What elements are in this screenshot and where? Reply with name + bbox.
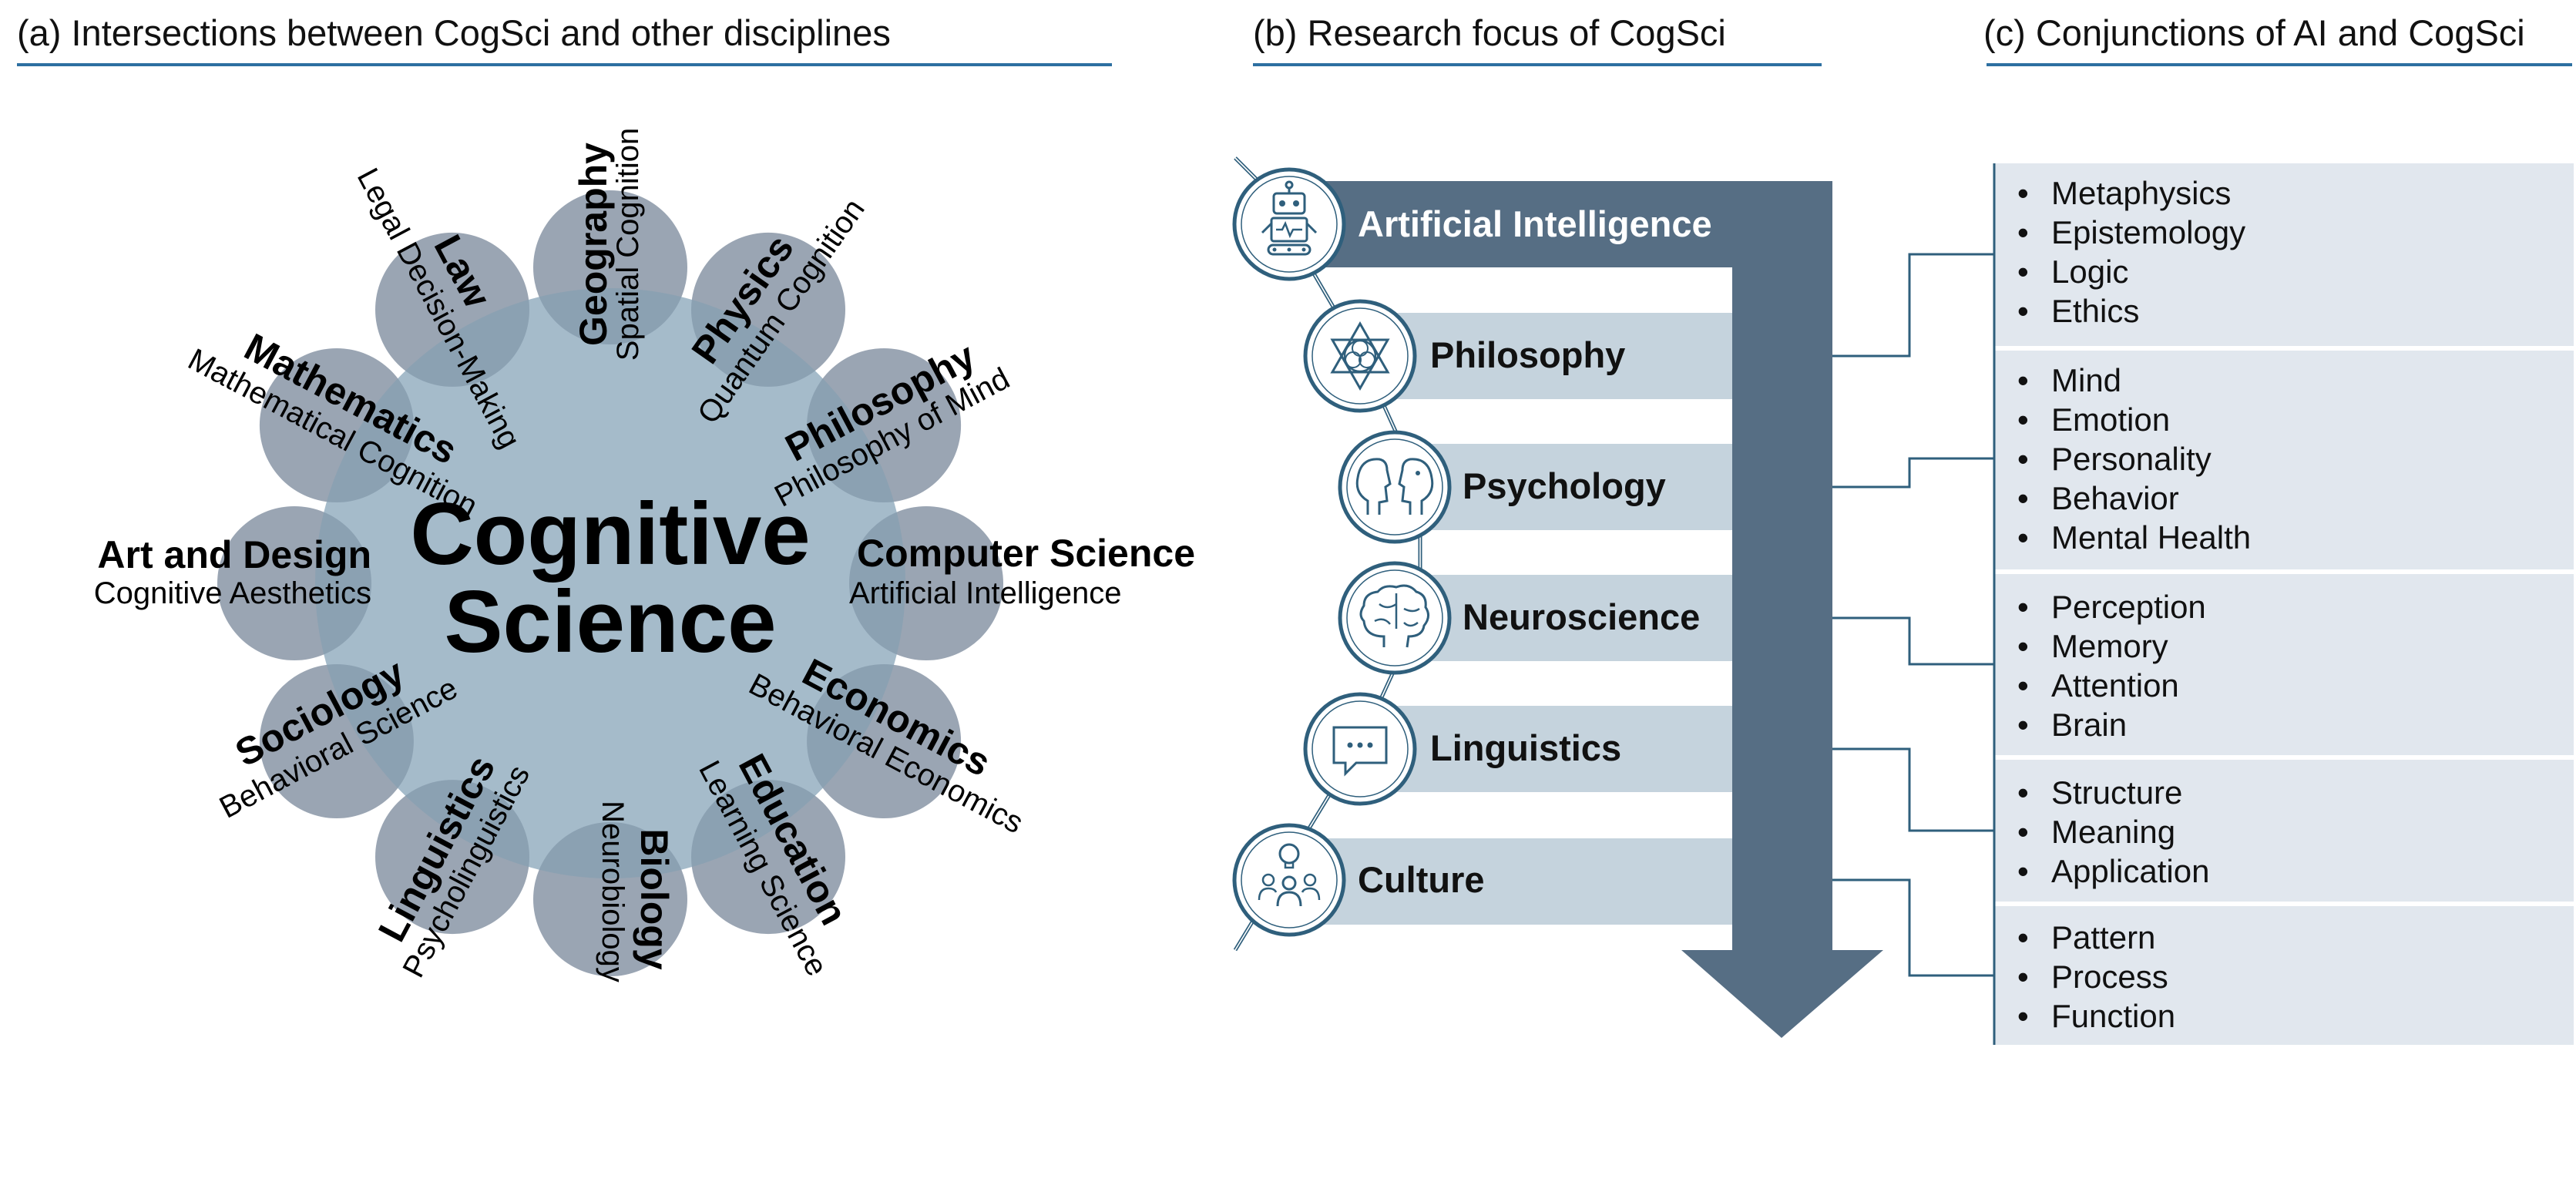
faces-icon xyxy=(1338,430,1452,544)
subfield-label: Artificial Intelligence xyxy=(849,576,1122,610)
svg-text:•: • xyxy=(2017,667,2029,703)
satellite-overlap-geography xyxy=(533,288,687,344)
list-item: Meaning xyxy=(2051,814,2175,850)
list-item: Application xyxy=(2051,853,2209,889)
center-title-line1: Cognitive xyxy=(410,485,810,583)
robot-icon xyxy=(1232,167,1346,281)
list-item: Personality xyxy=(2051,441,2212,477)
discipline-label: Biology xyxy=(633,828,676,970)
svg-text:•: • xyxy=(2017,919,2029,955)
focus-label-linguistics: Linguistics xyxy=(1430,727,1621,768)
box-linguistics-list: • Structure • Meaning • Application xyxy=(2017,774,2209,889)
svg-text:•: • xyxy=(2017,293,2029,329)
svg-text:•: • xyxy=(2017,480,2029,516)
list-item: Pattern xyxy=(2051,919,2155,955)
list-item: Attention xyxy=(2051,667,2179,703)
list-item: Epistemology xyxy=(2051,214,2245,250)
satellite-overlap-art-and-design xyxy=(315,506,371,660)
list-item: Structure xyxy=(2051,774,2182,811)
conjunction-box-psychology xyxy=(1994,351,2574,569)
speech-bubble-icon xyxy=(1303,692,1417,806)
satellite-overlap-biology xyxy=(533,822,687,878)
list-item: Metaphysics xyxy=(2051,175,2231,211)
panel-c-title: (c) Conjunctions of AI and CogSci xyxy=(1983,12,2525,53)
box-philosophy-list: • Metaphysics • Epistemology • Logic • E… xyxy=(2017,175,2245,329)
conjunction-box-neuroscience xyxy=(1994,574,2574,755)
people-idea-icon xyxy=(1232,823,1346,937)
discipline-label: Geography xyxy=(572,143,615,346)
brain-icon xyxy=(1338,561,1452,675)
svg-text:•: • xyxy=(2017,254,2029,290)
svg-text:•: • xyxy=(2017,707,2029,743)
conjunction-box-philosophy xyxy=(1994,163,2574,346)
list-item: Memory xyxy=(2051,628,2168,664)
svg-text:•: • xyxy=(2017,853,2029,889)
svg-text:•: • xyxy=(2017,401,2029,438)
satellite-overlap-computer-science xyxy=(849,506,905,660)
box-psychology-list: • Mind • Emotion • Personality • Behavio… xyxy=(2017,362,2251,556)
panel-b: (b) Research focus of CogSci xyxy=(1232,12,1883,1038)
list-item: Mind xyxy=(2051,362,2121,398)
svg-text:•: • xyxy=(2017,214,2029,250)
list-item: Brain xyxy=(2051,707,2127,743)
svg-text:•: • xyxy=(2017,519,2029,556)
focus-label-neuroscience: Neuroscience xyxy=(1463,596,1700,637)
box-neuroscience-list: • Perception • Memory • Attention • Brai… xyxy=(2017,589,2206,743)
center-circle xyxy=(315,288,905,878)
svg-text:•: • xyxy=(2017,628,2029,664)
box-culture-list: • Pattern • Process • Function xyxy=(2017,919,2175,1034)
list-item: Behavior xyxy=(2051,480,2179,516)
panel-c: (c) Conjunctions of AI and CogSci • Meta… xyxy=(1832,12,2574,1045)
discipline-label: Computer Science xyxy=(857,532,1195,575)
center-title-line2: Science xyxy=(445,573,777,671)
focus-label-psychology: Psychology xyxy=(1463,465,1666,506)
subfield-label: Spatial Cognition xyxy=(611,128,645,361)
svg-text:•: • xyxy=(2017,814,2029,850)
list-item: Mental Health xyxy=(2051,519,2251,556)
svg-text:•: • xyxy=(2017,175,2029,211)
list-item: Ethics xyxy=(2051,293,2139,329)
conjunction-box-linguistics xyxy=(1994,760,2574,902)
panel-a: (a) Intersections between CogSci and oth… xyxy=(17,12,1195,983)
focus-label-ai: Artificial Intelligence xyxy=(1358,203,1712,244)
bar-culture xyxy=(1270,838,1734,925)
list-item: Function xyxy=(2051,998,2175,1034)
svg-text:•: • xyxy=(2017,959,2029,995)
focus-label-philosophy: Philosophy xyxy=(1430,334,1625,375)
focus-label-culture: Culture xyxy=(1358,859,1485,900)
svg-text:•: • xyxy=(2017,441,2029,477)
ai-flow-arrow xyxy=(1279,181,1883,1038)
subfield-label: Cognitive Aesthetics xyxy=(94,576,371,610)
subfield-label: Neurobiology xyxy=(596,801,630,982)
svg-text:•: • xyxy=(2017,998,2029,1034)
panel-b-title: (b) Research focus of CogSci xyxy=(1253,12,1726,53)
list-item: Process xyxy=(2051,959,2168,995)
svg-text:•: • xyxy=(2017,774,2029,811)
list-item: Emotion xyxy=(2051,401,2170,438)
svg-text:•: • xyxy=(2017,362,2029,398)
conjunction-connectors xyxy=(1832,253,1994,977)
list-item: Logic xyxy=(2051,254,2128,290)
discipline-label: Art and Design xyxy=(97,533,371,576)
hexagram-icon xyxy=(1303,299,1417,413)
conjunction-box-culture xyxy=(1994,906,2574,1045)
panel-a-title: (a) Intersections between CogSci and oth… xyxy=(17,12,891,53)
list-item: Perception xyxy=(2051,589,2206,625)
svg-text:•: • xyxy=(2017,589,2029,625)
